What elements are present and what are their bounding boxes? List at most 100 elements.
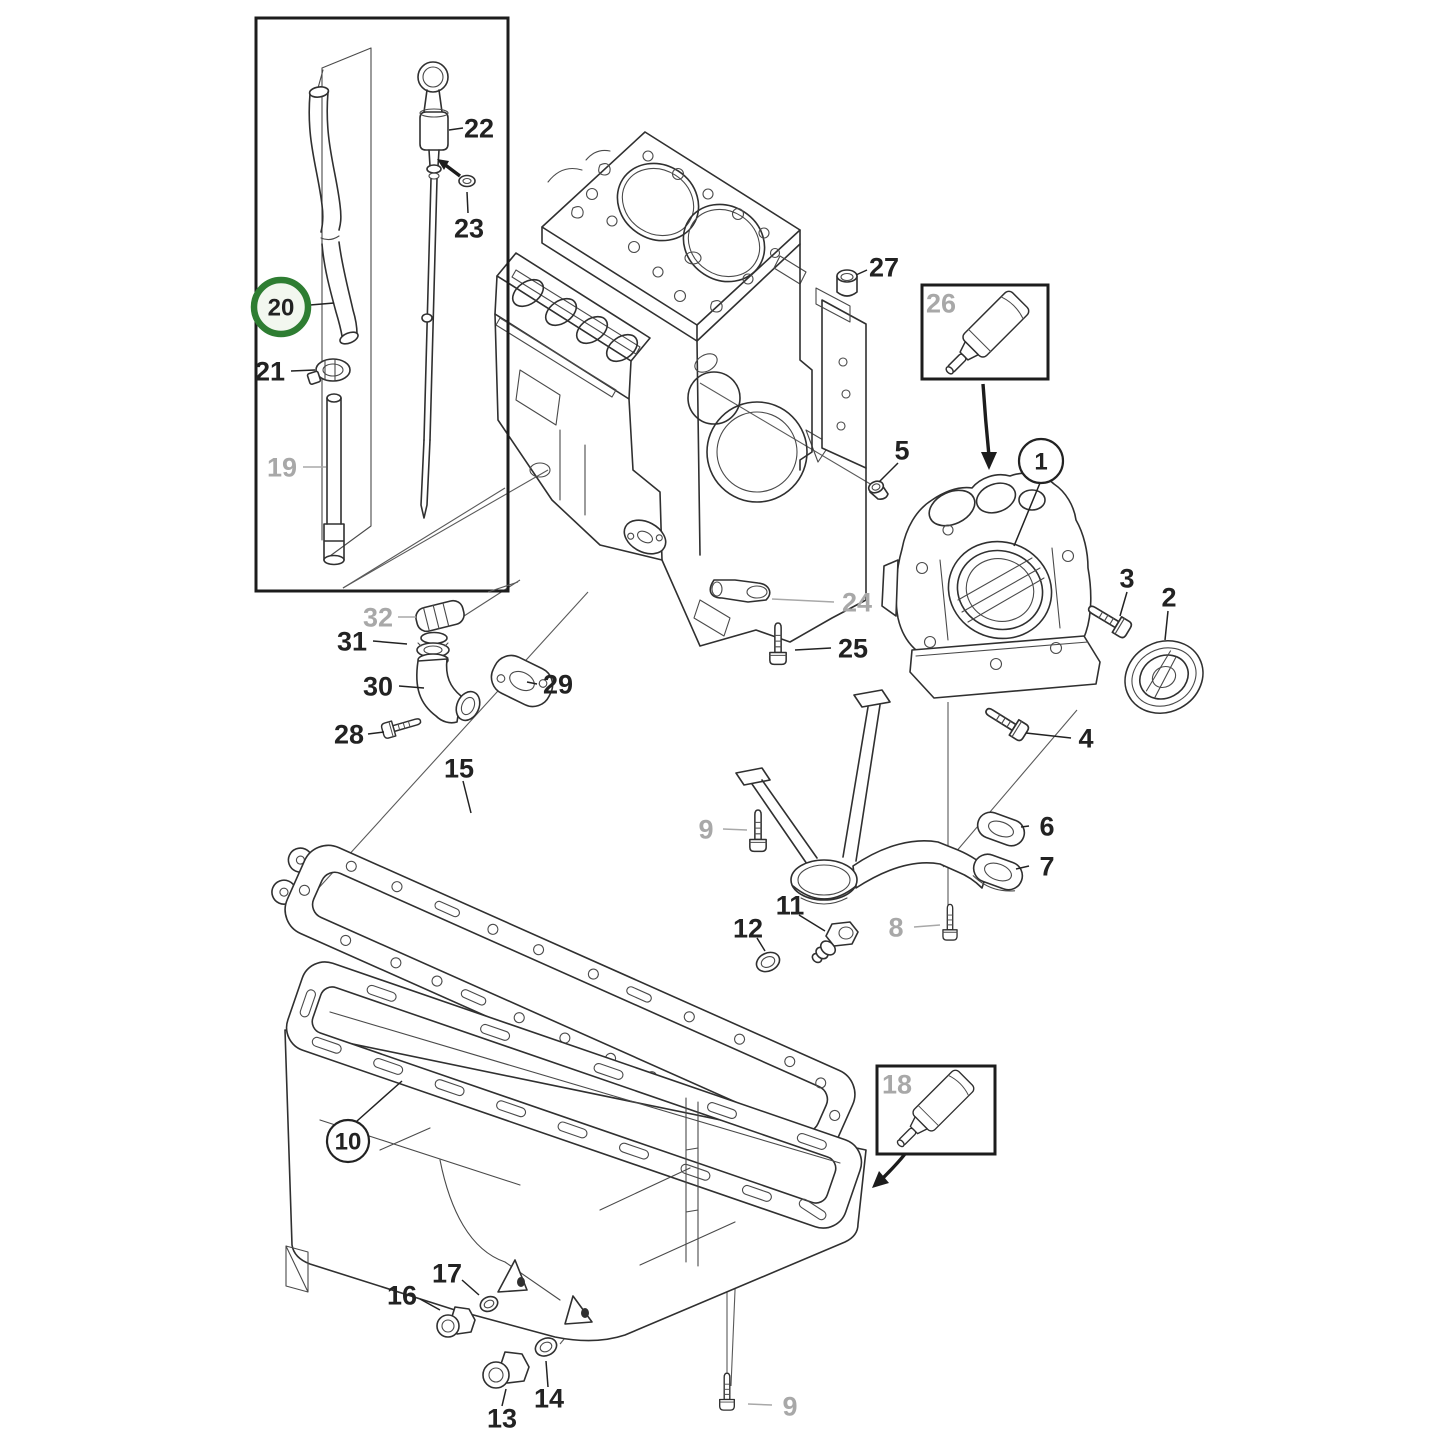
part-number-label: 21 (255, 357, 285, 387)
engine-block (494, 131, 889, 647)
part-number-label: 14 (534, 1384, 564, 1414)
part-number-label: 19 (267, 453, 297, 483)
part-number-label: 15 (444, 754, 474, 784)
leader-line (1164, 610, 1169, 641)
callout-c22: 22 (448, 114, 494, 144)
part-number-label: 10 (335, 1129, 362, 1156)
oil-pan-rim (285, 961, 863, 1229)
leader-line (419, 1298, 441, 1311)
dipstick-22 (417, 61, 449, 519)
bolt-25 (769, 622, 787, 666)
callout-c20: 20 (250, 276, 335, 338)
seal-ring-14 (534, 1337, 558, 1357)
part-number-label: 22 (464, 114, 494, 144)
dipstick-detail-box (254, 16, 519, 593)
callout-c28: 28 (334, 720, 385, 750)
cylinder-bores (616, 162, 766, 283)
crankcase-face (494, 313, 867, 647)
part-number-label: 4 (1078, 724, 1093, 754)
part-number-label: 12 (733, 914, 763, 944)
leader-line (466, 191, 469, 214)
leader-line (309, 302, 335, 306)
reference-panel (321, 47, 372, 557)
highlight-ring (250, 276, 312, 338)
leader-line (367, 731, 385, 735)
leader-line (1013, 482, 1041, 547)
part-number-label: 1 (1034, 449, 1047, 476)
balloon-ring (325, 1118, 371, 1164)
callout-c8: 8 (888, 913, 941, 943)
leader-line (1119, 591, 1128, 617)
part-number-label: 13 (487, 1404, 517, 1434)
leader-line (1020, 825, 1030, 828)
deck-holes (547, 149, 807, 313)
leader-line (878, 462, 899, 483)
leader-line (448, 127, 464, 131)
seal-ring-12 (755, 951, 781, 973)
callout-c15: 15 (444, 754, 474, 814)
callout-c18: 18 (882, 1070, 912, 1100)
seal-ring-17 (479, 1295, 499, 1313)
leader-line (501, 1388, 507, 1407)
part-number-label: 32 (363, 603, 393, 633)
sealant-box-26 (920, 283, 1050, 470)
bolt-4 (980, 701, 1031, 743)
balloon-ring (1017, 437, 1065, 485)
part-number-label: 7 (1039, 852, 1054, 882)
callout-c2: 2 (1161, 583, 1177, 641)
callout-c31: 31 (337, 627, 408, 657)
leader-line (398, 685, 425, 689)
leader-line (798, 914, 826, 932)
part-number-label: 18 (882, 1070, 912, 1100)
callout-c27: 27 (855, 253, 899, 283)
bolt-9a (749, 809, 767, 853)
breather-hose-20 (308, 86, 359, 345)
callout-c29: 29 (526, 670, 573, 700)
callout-c9b: 9 (747, 1392, 798, 1422)
callout-c4: 4 (1025, 724, 1094, 754)
rim-slots (299, 984, 827, 1221)
filler-neck-top (420, 631, 448, 645)
plug-27 (836, 269, 858, 297)
callout-c11: 11 (776, 891, 826, 932)
callout-c21: 21 (255, 357, 316, 387)
part-number-label: 28 (334, 720, 364, 750)
callout-c32: 32 (363, 603, 416, 633)
part-number-label: 11 (776, 891, 805, 921)
oil-pickup (735, 689, 989, 905)
flange-7 (972, 853, 1024, 892)
hose-clamp-21 (306, 358, 351, 385)
part-number-label: 3 (1119, 564, 1134, 594)
gasket-6 (976, 811, 1026, 847)
part-number-label: 17 (432, 1259, 462, 1289)
part-number-label: 9 (782, 1392, 797, 1422)
leader-line (1025, 732, 1072, 739)
callout-c6: 6 (1020, 812, 1055, 842)
part-number-label: 29 (543, 670, 573, 700)
leader-line (526, 681, 538, 685)
bolt-9b (719, 1372, 735, 1411)
bracket-24 (709, 579, 771, 603)
gasket-31 (416, 642, 450, 659)
filler-pipe-30 (416, 653, 481, 724)
callout-c26: 26 (926, 289, 956, 319)
filler-mount-pad (623, 519, 667, 555)
part-number-label: 9 (698, 815, 713, 845)
callout-c14: 14 (534, 1360, 564, 1414)
part-number-label: 6 (1039, 812, 1054, 842)
leader-line (794, 647, 832, 651)
crank-opening (687, 353, 808, 503)
part-number-label: 31 (337, 627, 367, 657)
part-number-label: 20 (268, 295, 295, 322)
callout-c10: 10 (325, 1080, 403, 1164)
oil-pan (284, 961, 867, 1342)
part-number-label: 24 (842, 588, 872, 618)
plug-5 (867, 480, 889, 500)
callout-c7: 7 (1015, 852, 1055, 882)
plug-11 (811, 921, 859, 964)
callout-c3: 3 (1119, 564, 1135, 617)
sealant-26-arrow (981, 383, 991, 457)
leader-line (372, 640, 408, 645)
